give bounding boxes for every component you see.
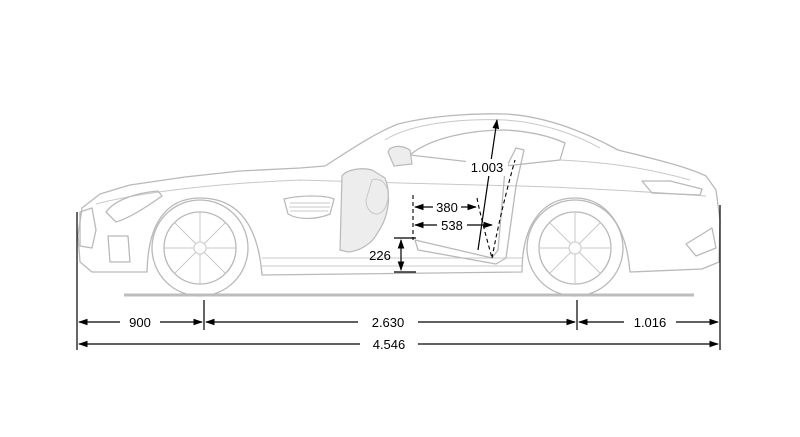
side-vent-slats — [289, 202, 330, 212]
seat-position-short-label: 380 — [436, 200, 458, 215]
rear-quarter-line — [559, 159, 691, 181]
seat-reference-lines — [412, 159, 516, 259]
front-overhang-label: 900 — [129, 315, 151, 330]
headlight — [105, 190, 163, 223]
wheelbase-label: 2.630 — [372, 315, 405, 330]
headroom-label: 1.003 — [471, 160, 504, 175]
overall-length-label: 4.546 — [373, 337, 406, 352]
open-door — [339, 168, 390, 253]
body-character-line — [95, 179, 707, 205]
seat-position-long-label: 538 — [441, 218, 463, 233]
seat-height-label: 226 — [369, 248, 391, 263]
roof-line — [384, 119, 601, 149]
sill-line — [262, 257, 522, 267]
dimension-rear-overhang: 1.016 — [578, 315, 719, 330]
extension-lines — [76, 205, 721, 350]
dimension-seat-position-long: 538 — [414, 218, 493, 233]
dimension-seat-position-short: 380 — [414, 200, 477, 215]
car-body-outline — [77, 113, 721, 276]
dimension-overall-length: 4.546 — [78, 337, 719, 352]
dimension-wheelbase: 2.630 — [205, 315, 576, 330]
seat-outline — [414, 147, 525, 265]
car-side-outline — [77, 113, 721, 276]
taillight — [641, 180, 703, 196]
rear-wheel — [526, 199, 624, 297]
dimension-headroom: 1.003 — [466, 119, 508, 251]
dimension-front-overhang: 900 — [78, 315, 203, 330]
steering-wheel — [365, 178, 389, 215]
dimension-seat-height: 226 — [369, 237, 416, 273]
side-mirror — [387, 145, 413, 167]
front-intake — [107, 235, 131, 263]
rear-diffuser — [685, 227, 717, 257]
side-vent — [283, 195, 335, 220]
side-window — [409, 129, 566, 167]
rear-overhang-label: 1.016 — [634, 315, 667, 330]
front-wheel — [151, 199, 249, 297]
front-grille — [79, 207, 97, 249]
